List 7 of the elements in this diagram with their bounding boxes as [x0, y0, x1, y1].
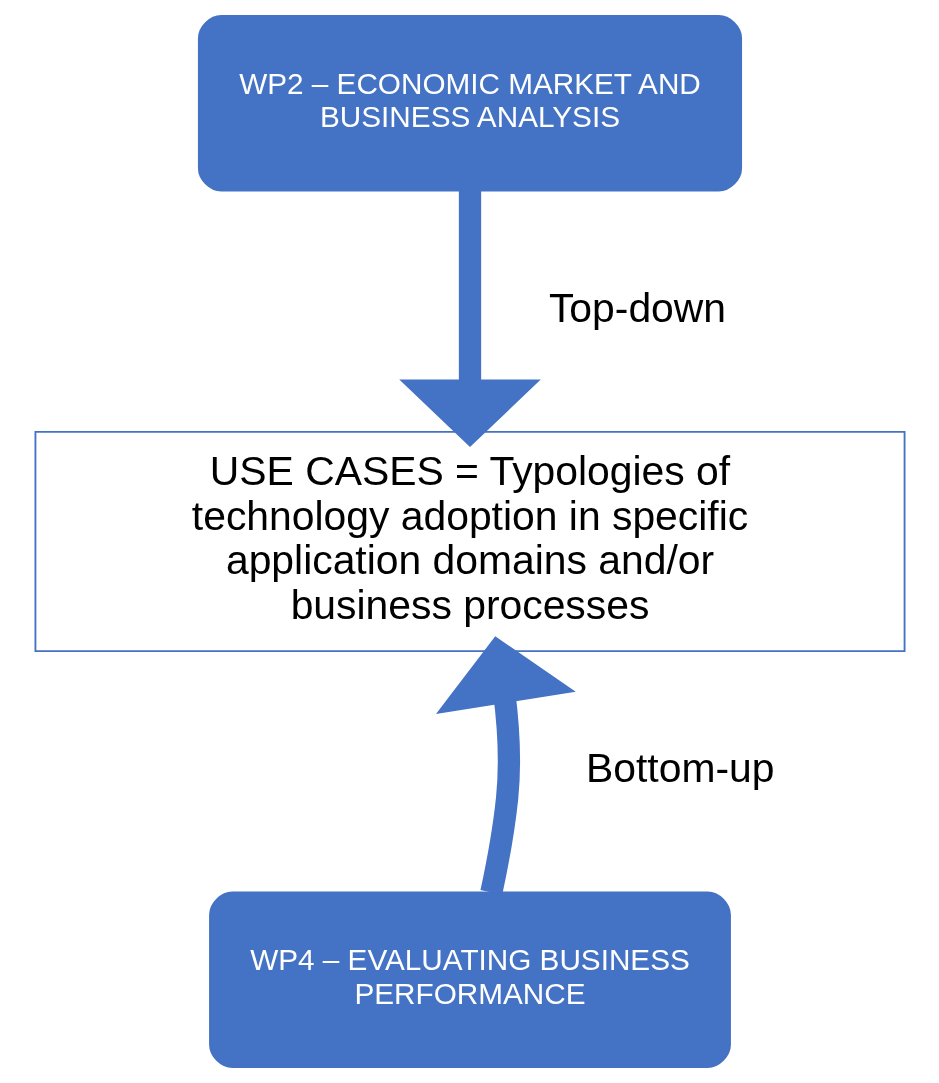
edge-label: Bottom-up — [585, 745, 775, 792]
edge-label: Top-down — [548, 284, 726, 331]
arrow — [398, 190, 541, 447]
node-box: WP4 – EVALUATING BUSINESS PERFORMANCE — [208, 891, 731, 1068]
node-box: WP2 – ECONOMIC MARKET AND BUSINESS ANALYSIS — [197, 15, 742, 192]
arrow — [435, 636, 576, 895]
node-box: USE CASES = Typologies of technology adoption in specific application domains and/or business processes — [34, 431, 905, 652]
